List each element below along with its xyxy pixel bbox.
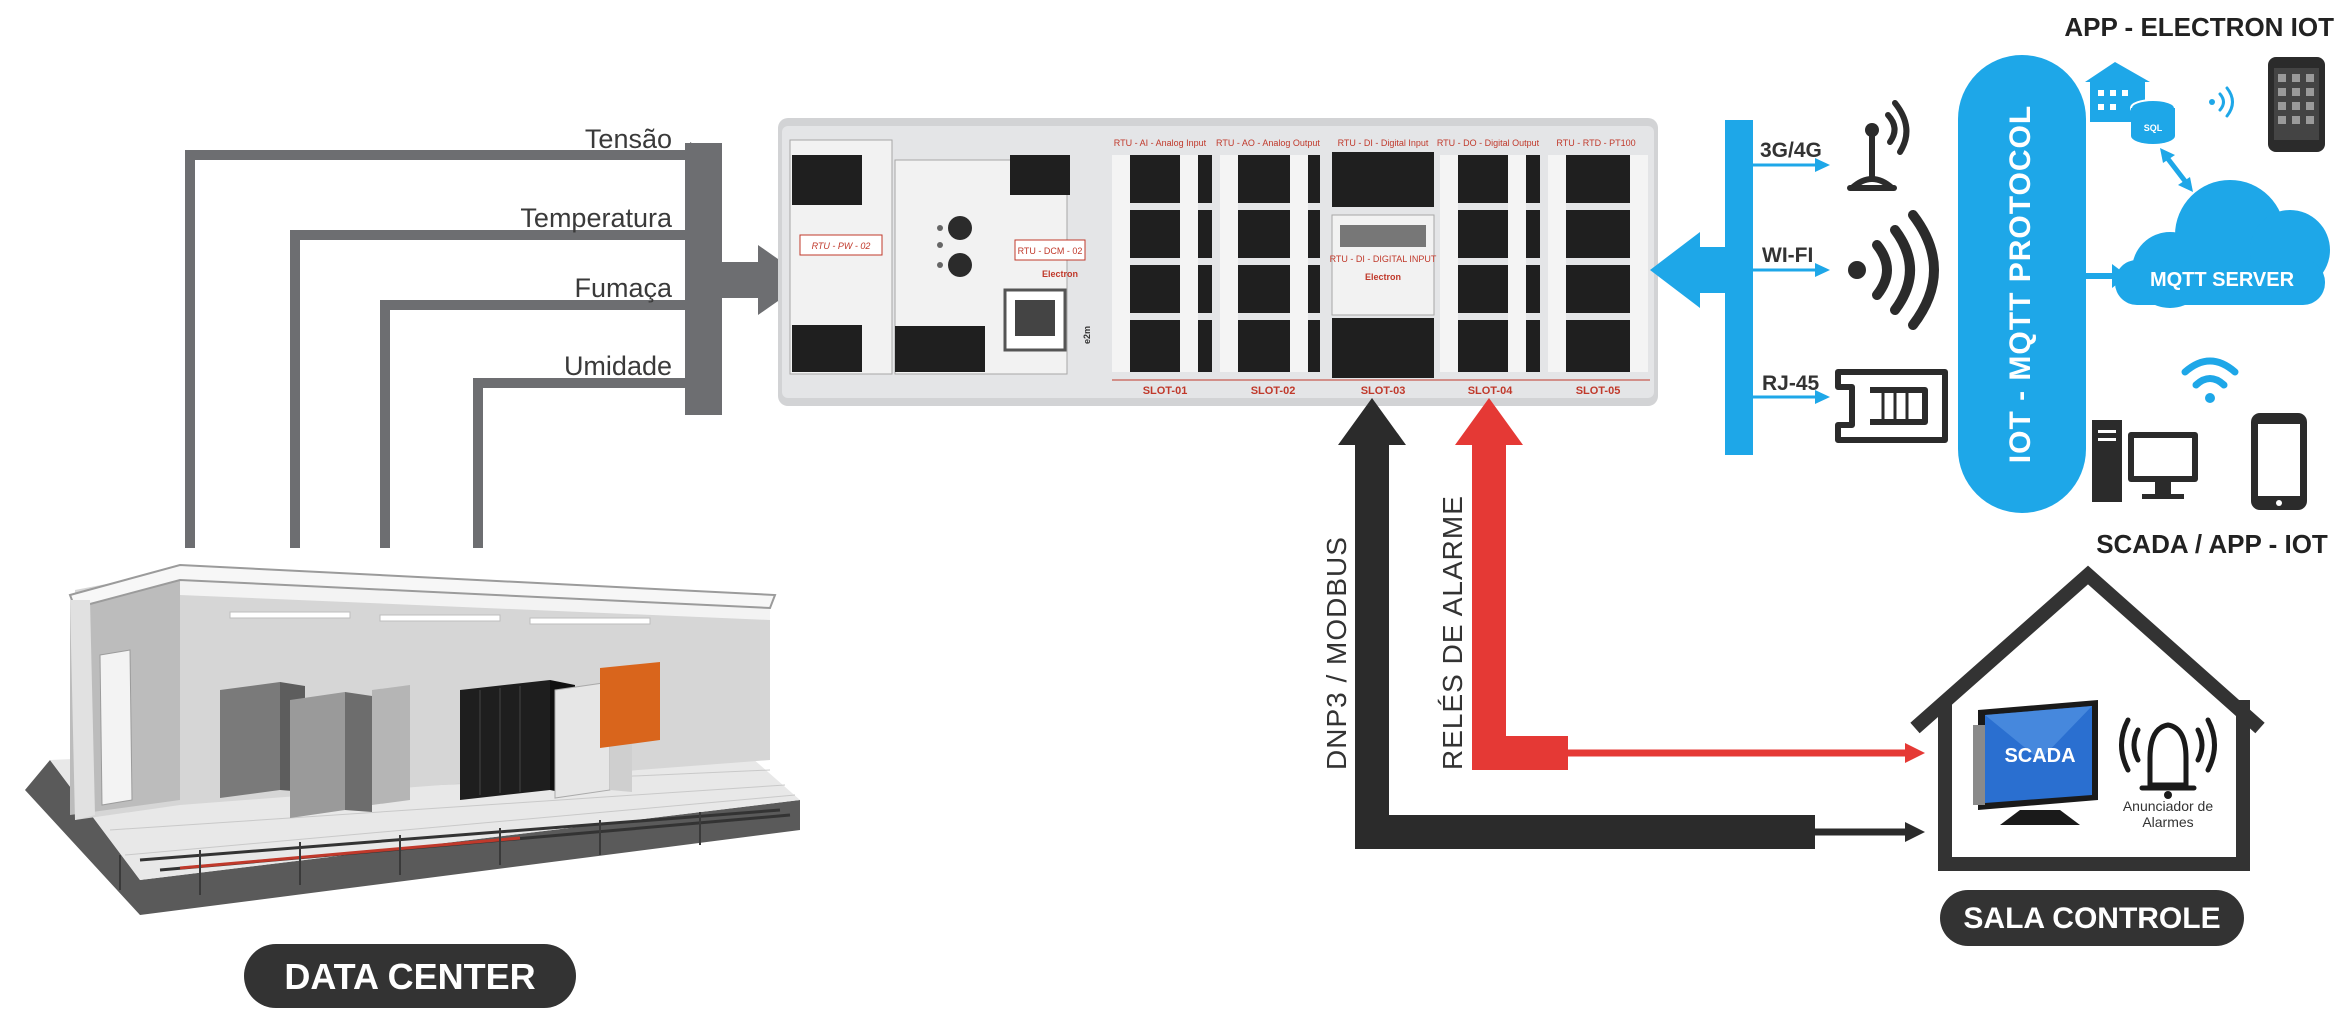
iot-protocol-label: IOT - MQTT PROTOCOL — [2004, 105, 2037, 463]
sql-label: SQL — [2144, 123, 2163, 133]
app-electron-label: APP - ELECTRON IOT — [2064, 12, 2334, 42]
data-center-label: DATA CENTER — [284, 956, 535, 997]
scada-wifi-icon — [2181, 357, 2239, 403]
dnp3-link — [1338, 398, 1925, 849]
data-center-illustration — [25, 563, 800, 915]
slot-02-label: SLOT-02 — [1251, 385, 1296, 397]
desktop-computer-icon — [2092, 420, 2198, 502]
reles-link — [1455, 398, 1925, 770]
mobile-app-icon — [2268, 57, 2325, 152]
model-label: e2m — [1082, 326, 1092, 344]
slot-title-2: RTU - AO - Analog Output — [1216, 138, 1320, 148]
umidade-line — [473, 378, 690, 548]
reles-label: RELÉS DE ALARME — [1437, 495, 1468, 770]
scada-monitor-icon — [1973, 700, 2098, 825]
sala-controle-label: SALA CONTROLE — [1963, 902, 2220, 935]
slot-title-1: RTU - AI - Analog Input — [1114, 138, 1207, 148]
mqtt-cloud-icon — [2115, 180, 2330, 308]
collector-arrow — [722, 245, 808, 315]
small-wifi-icon — [2209, 86, 2234, 118]
wifi-signal-icon — [1848, 210, 1939, 330]
dcm-module-label: RTU - DCM - 02 — [1018, 246, 1083, 256]
sensor-label-tensao: Tensão — [585, 124, 672, 154]
pw-module-label: RTU - PW - 02 — [812, 241, 871, 251]
slot-title-5: RTU - RTD - PT100 — [1556, 138, 1635, 148]
tensao-line — [185, 150, 690, 548]
slot-01-label: SLOT-01 — [1143, 385, 1188, 397]
rtu-device: RTU - PW - 02 RTU - DCM - 02 Electron e2 — [778, 118, 1658, 406]
sensor-label-fumaca: Fumaça — [574, 273, 673, 303]
slot-04-label: SLOT-04 — [1468, 385, 1514, 397]
scada-screen-label: SCADA — [2004, 745, 2075, 767]
brand-label: Electron — [1042, 269, 1078, 279]
g3g4-label: 3G/4G — [1760, 139, 1822, 162]
sql-link-arrow — [2160, 148, 2193, 192]
alarmes-label: Alarmes — [2142, 814, 2193, 830]
slot-title-3: RTU - DI - Digital Input — [1338, 138, 1429, 148]
dnp3-label: DNP3 / MODBUS — [1321, 536, 1352, 770]
slot-03-label: SLOT-03 — [1361, 385, 1406, 397]
slot-05-label: SLOT-05 — [1576, 385, 1621, 397]
temperatura-line — [290, 230, 690, 548]
di-brand-label: Electron — [1365, 272, 1401, 282]
sensor-label-umidade: Umidade — [564, 351, 672, 381]
mqtt-server-label: MQTT SERVER — [2150, 269, 2295, 291]
wifi-label: WI-FI — [1762, 244, 1813, 267]
iot-protocol-pill — [1958, 55, 2086, 513]
slot-title-4: RTU - DO - Digital Output — [1437, 138, 1540, 148]
rj45-icon — [1835, 369, 1948, 443]
di-module-label: RTU - DI - DIGITAL INPUT — [1330, 254, 1437, 264]
sensor-lines — [185, 150, 690, 548]
smartphone-icon — [2251, 413, 2307, 510]
data-center-pill — [244, 944, 576, 1008]
sala-controle-pill — [1940, 890, 2244, 946]
collector-bar — [685, 143, 722, 415]
rj45-label: RJ-45 — [1762, 372, 1820, 395]
sensor-label-temperatura: Temperatura — [520, 203, 673, 233]
antenna-icon — [1847, 100, 1910, 191]
scada-app-label: SCADA / APP - IOT — [2096, 529, 2328, 559]
anunciador-label: Anunciador de — [2123, 798, 2214, 814]
database-building-icon: SQL — [2085, 62, 2176, 144]
control-room-house — [1910, 565, 2265, 871]
network-bus — [1650, 120, 1830, 455]
alarm-bell-icon — [2119, 717, 2217, 799]
fumaca-line — [380, 300, 690, 548]
